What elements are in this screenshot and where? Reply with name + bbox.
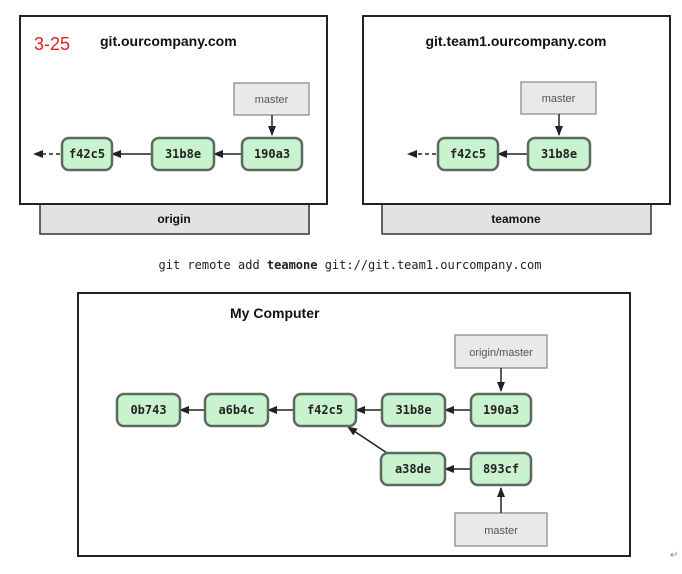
teamone-frame — [362, 15, 671, 205]
svg-text:190a3: 190a3 — [254, 147, 290, 161]
teamone-panel: teamone git.team1.ourcompany.com master … — [362, 15, 671, 235]
local-master-label: master — [484, 525, 518, 537]
origin-title: git.ourcompany.com — [100, 33, 237, 49]
local-origin-master-ref: origin/master — [454, 334, 548, 369]
return-mark: ↵ — [670, 550, 678, 561]
command-prefix: git remote add — [159, 258, 267, 272]
svg-text:0b743: 0b743 — [130, 403, 166, 417]
origin-master-label: master — [255, 94, 289, 106]
teamone-master-ref: master — [520, 81, 597, 115]
local-commit-f42c5: f42c5 — [292, 392, 358, 428]
origin-commit-31b8e: 31b8e — [150, 136, 216, 172]
local-origin-master-label: origin/master — [469, 347, 533, 359]
origin-panel: origin 3-25 git.ourcompany.com master f4… — [19, 15, 328, 235]
local-arrow-a38de-f42c5 — [347, 426, 391, 456]
origin-master-ref: master — [233, 82, 310, 116]
svg-text:f42c5: f42c5 — [307, 403, 343, 417]
origin-commit-f42c5: f42c5 — [60, 136, 114, 172]
teamone-label: teamone — [491, 212, 541, 226]
git-command: git remote add teamone git://git.team1.o… — [159, 258, 542, 272]
local-panel: My Computer origin/master master 0b743 a… — [77, 292, 631, 557]
svg-text:893cf: 893cf — [483, 462, 519, 476]
svg-text:190a3: 190a3 — [483, 403, 519, 417]
command-url: git://git.team1.ourcompany.com — [317, 258, 541, 272]
teamone-commit-31b8e: 31b8e — [526, 136, 592, 172]
svg-text:31b8e: 31b8e — [165, 147, 201, 161]
svg-text:a6b4c: a6b4c — [218, 403, 254, 417]
figure-label: 3-25 — [34, 34, 70, 54]
origin-label: origin — [157, 212, 190, 226]
local-commit-190a3: 190a3 — [469, 392, 533, 428]
command-remote-name: teamone — [267, 258, 318, 272]
local-commit-31b8e: 31b8e — [380, 392, 447, 428]
svg-text:31b8e: 31b8e — [395, 403, 431, 417]
local-master-ref: master — [454, 512, 548, 547]
local-commit-a6b4c: a6b4c — [203, 392, 270, 428]
local-commit-a38de: a38de — [379, 451, 447, 487]
svg-text:a38de: a38de — [395, 462, 431, 476]
local-commit-0b743: 0b743 — [115, 392, 182, 428]
teamone-title: git.team1.ourcompany.com — [425, 33, 606, 49]
svg-text:31b8e: 31b8e — [541, 147, 577, 161]
local-commit-893cf: 893cf — [469, 451, 533, 487]
svg-text:f42c5: f42c5 — [450, 147, 486, 161]
origin-label-box — [39, 203, 310, 235]
teamone-label-box — [381, 203, 652, 235]
svg-text:f42c5: f42c5 — [69, 147, 105, 161]
local-title: My Computer — [230, 305, 320, 321]
teamone-master-label: master — [542, 93, 576, 105]
teamone-commit-f42c5: f42c5 — [436, 136, 500, 172]
origin-commit-190a3: 190a3 — [240, 136, 304, 172]
